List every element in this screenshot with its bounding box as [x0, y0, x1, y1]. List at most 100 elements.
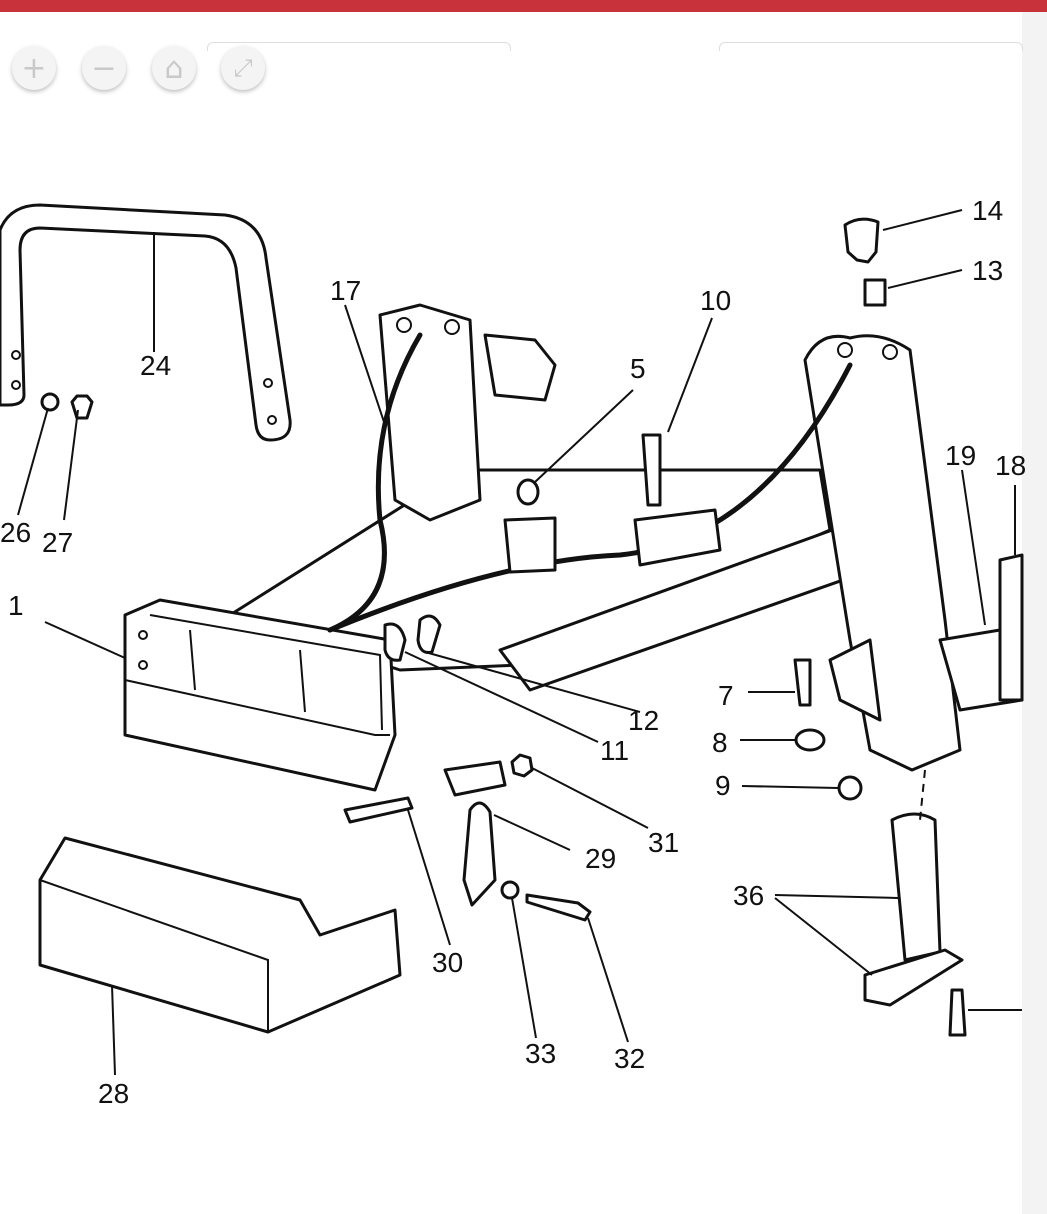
part-5-plug: [516, 478, 540, 506]
fullscreen-icon: ⤢: [233, 54, 253, 82]
callout-13: 13: [972, 255, 1003, 286]
callout-7: 7: [718, 680, 734, 711]
part-1-inner: [149, 614, 383, 731]
part-26-washer: [40, 392, 60, 412]
part-frame-tab: [503, 516, 557, 574]
leader-12: [424, 651, 641, 713]
part-12-link: [416, 614, 442, 654]
callout-10: 10: [700, 285, 731, 316]
viewer-right-edge: [1022, 12, 1047, 1214]
callout-31: 31: [648, 827, 679, 858]
bolt-hole: [396, 317, 412, 333]
part-24-hole: [11, 350, 21, 360]
part-7-bolt: [793, 658, 812, 707]
part-1-front-bumper: [123, 598, 397, 792]
leader-17: [344, 304, 386, 426]
bolt-hole: [444, 319, 460, 335]
leader-9: [741, 785, 839, 789]
part-17-hose: [327, 362, 853, 633]
part-36-pin: [948, 988, 967, 1037]
part-13-spring: [863, 278, 887, 307]
leader-27: [63, 409, 79, 521]
assembly-line: [919, 769, 926, 821]
part-8-bushing: [794, 728, 826, 752]
callout-1: 1: [8, 590, 24, 621]
bolt-hole: [837, 342, 853, 358]
home-icon: ⌂: [164, 50, 184, 86]
part-28-edge: [39, 879, 269, 1032]
top-accent-bar: [0, 0, 1047, 12]
leader-11: [404, 651, 599, 743]
leader-14: [882, 209, 963, 231]
part-1-ribs: [189, 629, 306, 713]
part-frame-tab: [633, 508, 722, 567]
minus-icon: −: [91, 50, 117, 86]
part-18-plate: [998, 553, 1024, 702]
part-24-hole: [267, 415, 277, 425]
callout-12: 12: [628, 705, 659, 736]
leader-36: [774, 897, 873, 976]
part-29-clevis: [462, 801, 497, 907]
toolbar-field-left: [207, 42, 511, 51]
part-frame-left-upright: [378, 303, 482, 522]
part-11-link: [383, 622, 407, 662]
callout-24: 24: [140, 350, 171, 381]
part-1-edge: [124, 679, 390, 736]
callout-27: 27: [42, 527, 73, 558]
part-9-fitting: [837, 775, 863, 801]
zoom-in-button[interactable]: +: [12, 46, 56, 90]
callout-26: 26: [0, 517, 31, 548]
callout-33: 33: [525, 1038, 556, 1069]
bolt-hole: [138, 660, 148, 670]
part-24-handle: [0, 203, 292, 442]
callout-14: 14: [972, 195, 1003, 226]
callout-17: 17: [330, 275, 361, 306]
part-36-jack-foot: [863, 948, 964, 1007]
part-frame-right-foot: [828, 638, 882, 722]
callout-8: 8: [712, 727, 728, 758]
part-24-hole: [11, 380, 21, 390]
leader-26: [17, 407, 49, 516]
callout-11: 11: [600, 735, 629, 766]
zoom-out-button[interactable]: −: [82, 46, 126, 90]
part-30-bolt: [343, 796, 414, 824]
leader-33: [511, 897, 537, 1039]
leader-5: [534, 389, 634, 483]
leader-32: [587, 917, 629, 1043]
callout-28: 28: [98, 1078, 129, 1109]
part-36-jack: [890, 812, 942, 962]
part-10-bracket: [641, 433, 662, 507]
bolt-hole: [138, 630, 148, 640]
leader-30: [407, 809, 451, 946]
part-28-guard: [38, 836, 402, 1034]
bolt-hole: [882, 344, 898, 360]
callout-32: 32: [614, 1043, 645, 1074]
callout-30: 30: [432, 947, 463, 978]
part-33-washer: [500, 880, 520, 900]
part-frame-left-bracket: [483, 333, 557, 402]
leader-19: [961, 469, 986, 626]
callout-5: 5: [630, 353, 646, 384]
part-31-nut: [510, 753, 534, 778]
leader-31: [531, 767, 649, 829]
leader-29: [493, 814, 571, 851]
part-14-cap: [843, 217, 880, 264]
callout-29: 29: [585, 843, 616, 874]
part-17-hose: [327, 332, 423, 633]
plus-icon: +: [21, 50, 47, 86]
part-24-hole: [263, 378, 273, 388]
leader-36: [774, 894, 899, 899]
leader-10: [667, 317, 713, 433]
part-27-nut: [70, 394, 94, 420]
callout-36: 36: [733, 880, 764, 911]
fullscreen-button[interactable]: ⤢: [221, 46, 265, 90]
part-29-mount: [443, 760, 507, 797]
callout-9: 9: [715, 770, 731, 801]
callout-18: 18: [995, 450, 1026, 481]
leader-1: [44, 621, 126, 659]
leader-13: [887, 269, 963, 289]
part-32-bolt: [525, 893, 592, 922]
home-button[interactable]: ⌂: [152, 46, 196, 90]
leader-28: [111, 984, 116, 1076]
parts-diagram[interactable]: 24 26 27 1 17 10 5 14 13 19 18 12 11 7 8…: [0, 0, 1026, 1214]
